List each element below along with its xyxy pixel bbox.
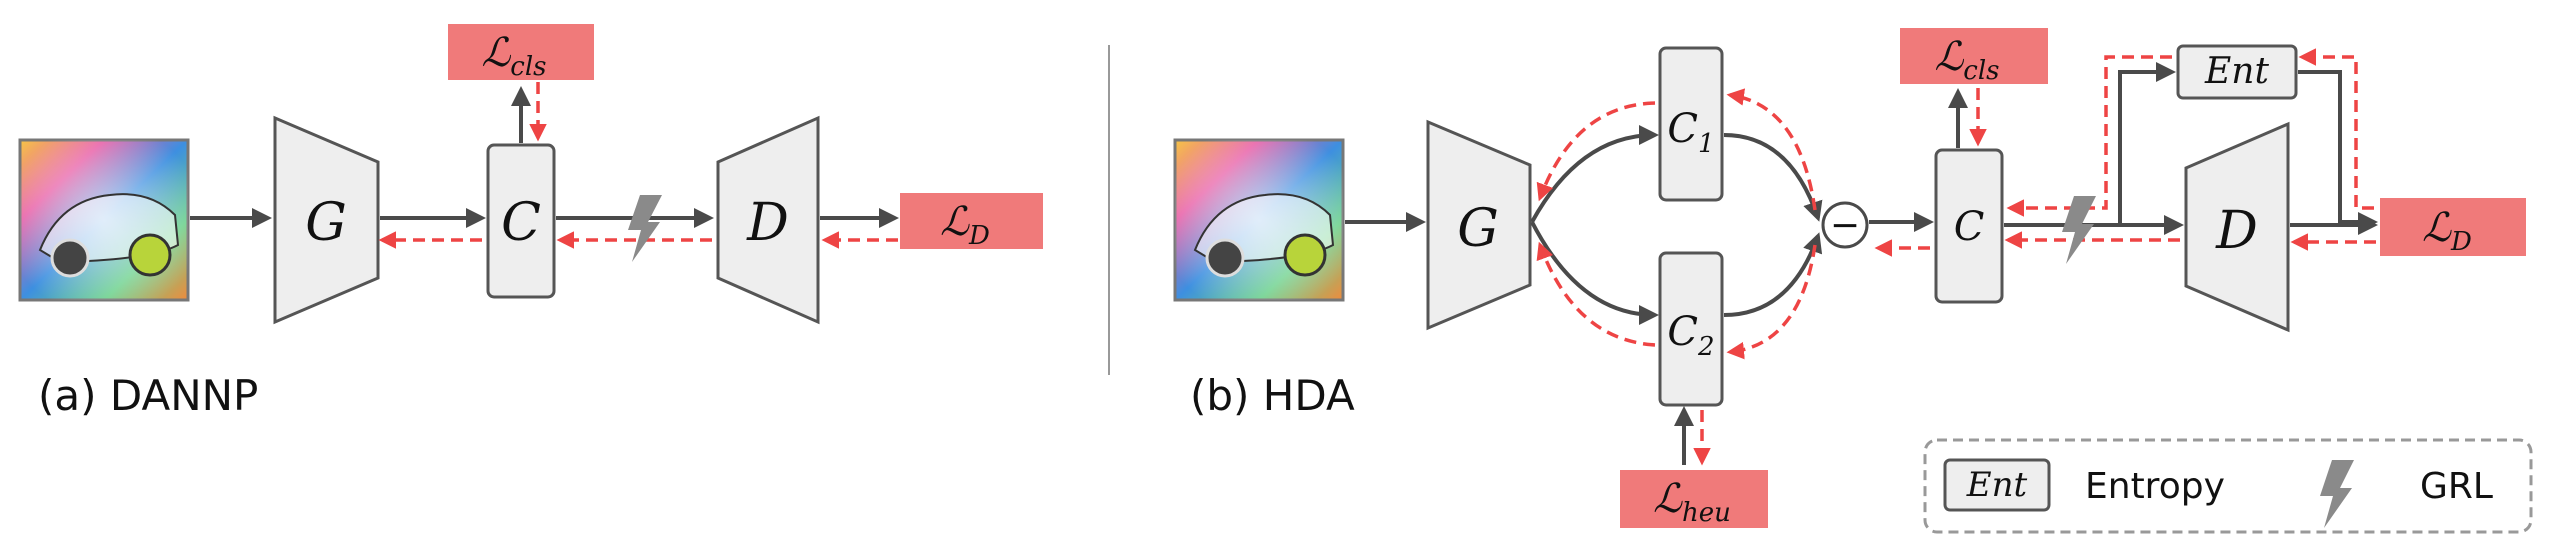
hda-c2-symbol: C — [1667, 309, 1698, 355]
dannp-loss-cls-sub: cls — [510, 52, 546, 82]
legend-ent-symbol: Ent — [1966, 465, 2028, 505]
dannp-d-block — [716, 115, 820, 325]
hda-input-image — [1173, 138, 1345, 302]
hda-caption: (b) HDA — [1190, 371, 1355, 420]
hda-arrow-g-c1 — [1530, 125, 1659, 223]
hda-arrow-c2-minus — [1723, 232, 1823, 317]
hda-loss-d-label: ℒD — [2422, 205, 2472, 257]
hda-c2-block — [1658, 251, 1724, 407]
hda-g-label: G — [1457, 199, 1499, 259]
hda-c1-symbol: C — [1667, 106, 1698, 152]
dannp-loss-d — [900, 193, 1043, 249]
hda-c1-sub: 1 — [1698, 129, 1715, 159]
dannp-loss-cls — [448, 24, 594, 80]
hda-loss-d-symbol: ℒ — [2422, 205, 2452, 251]
hda-c-label: C — [1954, 204, 1985, 250]
hda-loss-cls-sub: cls — [1963, 56, 1999, 86]
dannp-c-block — [486, 143, 556, 299]
hda-c2-sub: 2 — [1697, 332, 1715, 362]
dannp-grl-icon — [628, 195, 662, 262]
hda-d-block — [2184, 121, 2290, 333]
legend-grl-icon — [2320, 460, 2354, 528]
hda-ent-block — [2176, 44, 2298, 100]
dannp-panel: G C ℒcls D ℒD (a) DANNP — [18, 24, 1043, 420]
hda-loss-cls-symbol: ℒ — [1934, 34, 1964, 80]
legend-ent-box — [1943, 458, 2051, 512]
hda-grad-minus-c2 — [1726, 244, 1817, 360]
dannp-c-label: C — [501, 193, 541, 253]
dannp-loss-cls-symbol: ℒ — [481, 30, 511, 76]
hda-loss-cls-label: ℒcls — [1934, 34, 1999, 86]
hda-grad-c1-g — [1536, 101, 1656, 202]
dannp-d-label: D — [746, 193, 789, 253]
hda-arrow-c-ent — [2118, 62, 2176, 225]
dannp-caption: (a) DANNP — [38, 371, 258, 420]
dannp-loss-d-sub: D — [968, 221, 990, 251]
hda-loss-heu-symbol: ℒ — [1653, 476, 1683, 522]
dannp-input-image — [18, 138, 190, 302]
hda-grad-ent-c — [2006, 55, 2172, 217]
hda-g-block — [1426, 119, 1532, 331]
legend: Ent Entropy GRL — [1923, 438, 2533, 534]
hda-c2-label: C2 — [1667, 309, 1714, 362]
legend-frame — [1923, 438, 2533, 534]
dannp-loss-d-symbol: ℒ — [940, 199, 970, 245]
hda-loss-heu-label: ℒheu — [1653, 476, 1731, 528]
hda-loss-heu-sub: heu — [1682, 498, 1731, 528]
hda-c1-block — [1658, 46, 1724, 202]
hda-c1-label: C1 — [1667, 106, 1714, 159]
hda-loss-cls — [1900, 28, 2048, 84]
hda-arrow-ent-ld — [2298, 70, 2378, 232]
hda-grad-ld-ent — [2298, 48, 2374, 210]
hda-grad-minus-c1 — [1726, 88, 1817, 211]
hda-loss-d — [2380, 198, 2526, 256]
hda-grad-c2-g — [1536, 241, 1656, 347]
dannp-g-label: G — [305, 193, 347, 253]
hda-d-label: D — [2215, 201, 2258, 261]
hda-minus-circle — [1821, 201, 1869, 249]
dannp-loss-d-label: ℒD — [940, 199, 990, 251]
hda-panel: G C1 C2 ℒheu − C — [1173, 28, 2526, 528]
legend-grl-label: GRL — [2420, 466, 2493, 507]
dannp-loss-cls-label: ℒcls — [481, 30, 546, 82]
hda-minus-label: − — [1830, 205, 1860, 246]
dannp-g-block — [273, 115, 380, 325]
hda-loss-heu — [1620, 470, 1768, 528]
hda-c-block — [1934, 148, 2004, 304]
hda-ent-label: Ent — [2204, 51, 2269, 92]
hda-grl-icon — [2062, 196, 2096, 264]
hda-arrow-c1-minus — [1723, 133, 1823, 222]
hda-loss-d-sub: D — [2450, 227, 2472, 257]
legend-ent-label: Entropy — [2085, 466, 2225, 507]
